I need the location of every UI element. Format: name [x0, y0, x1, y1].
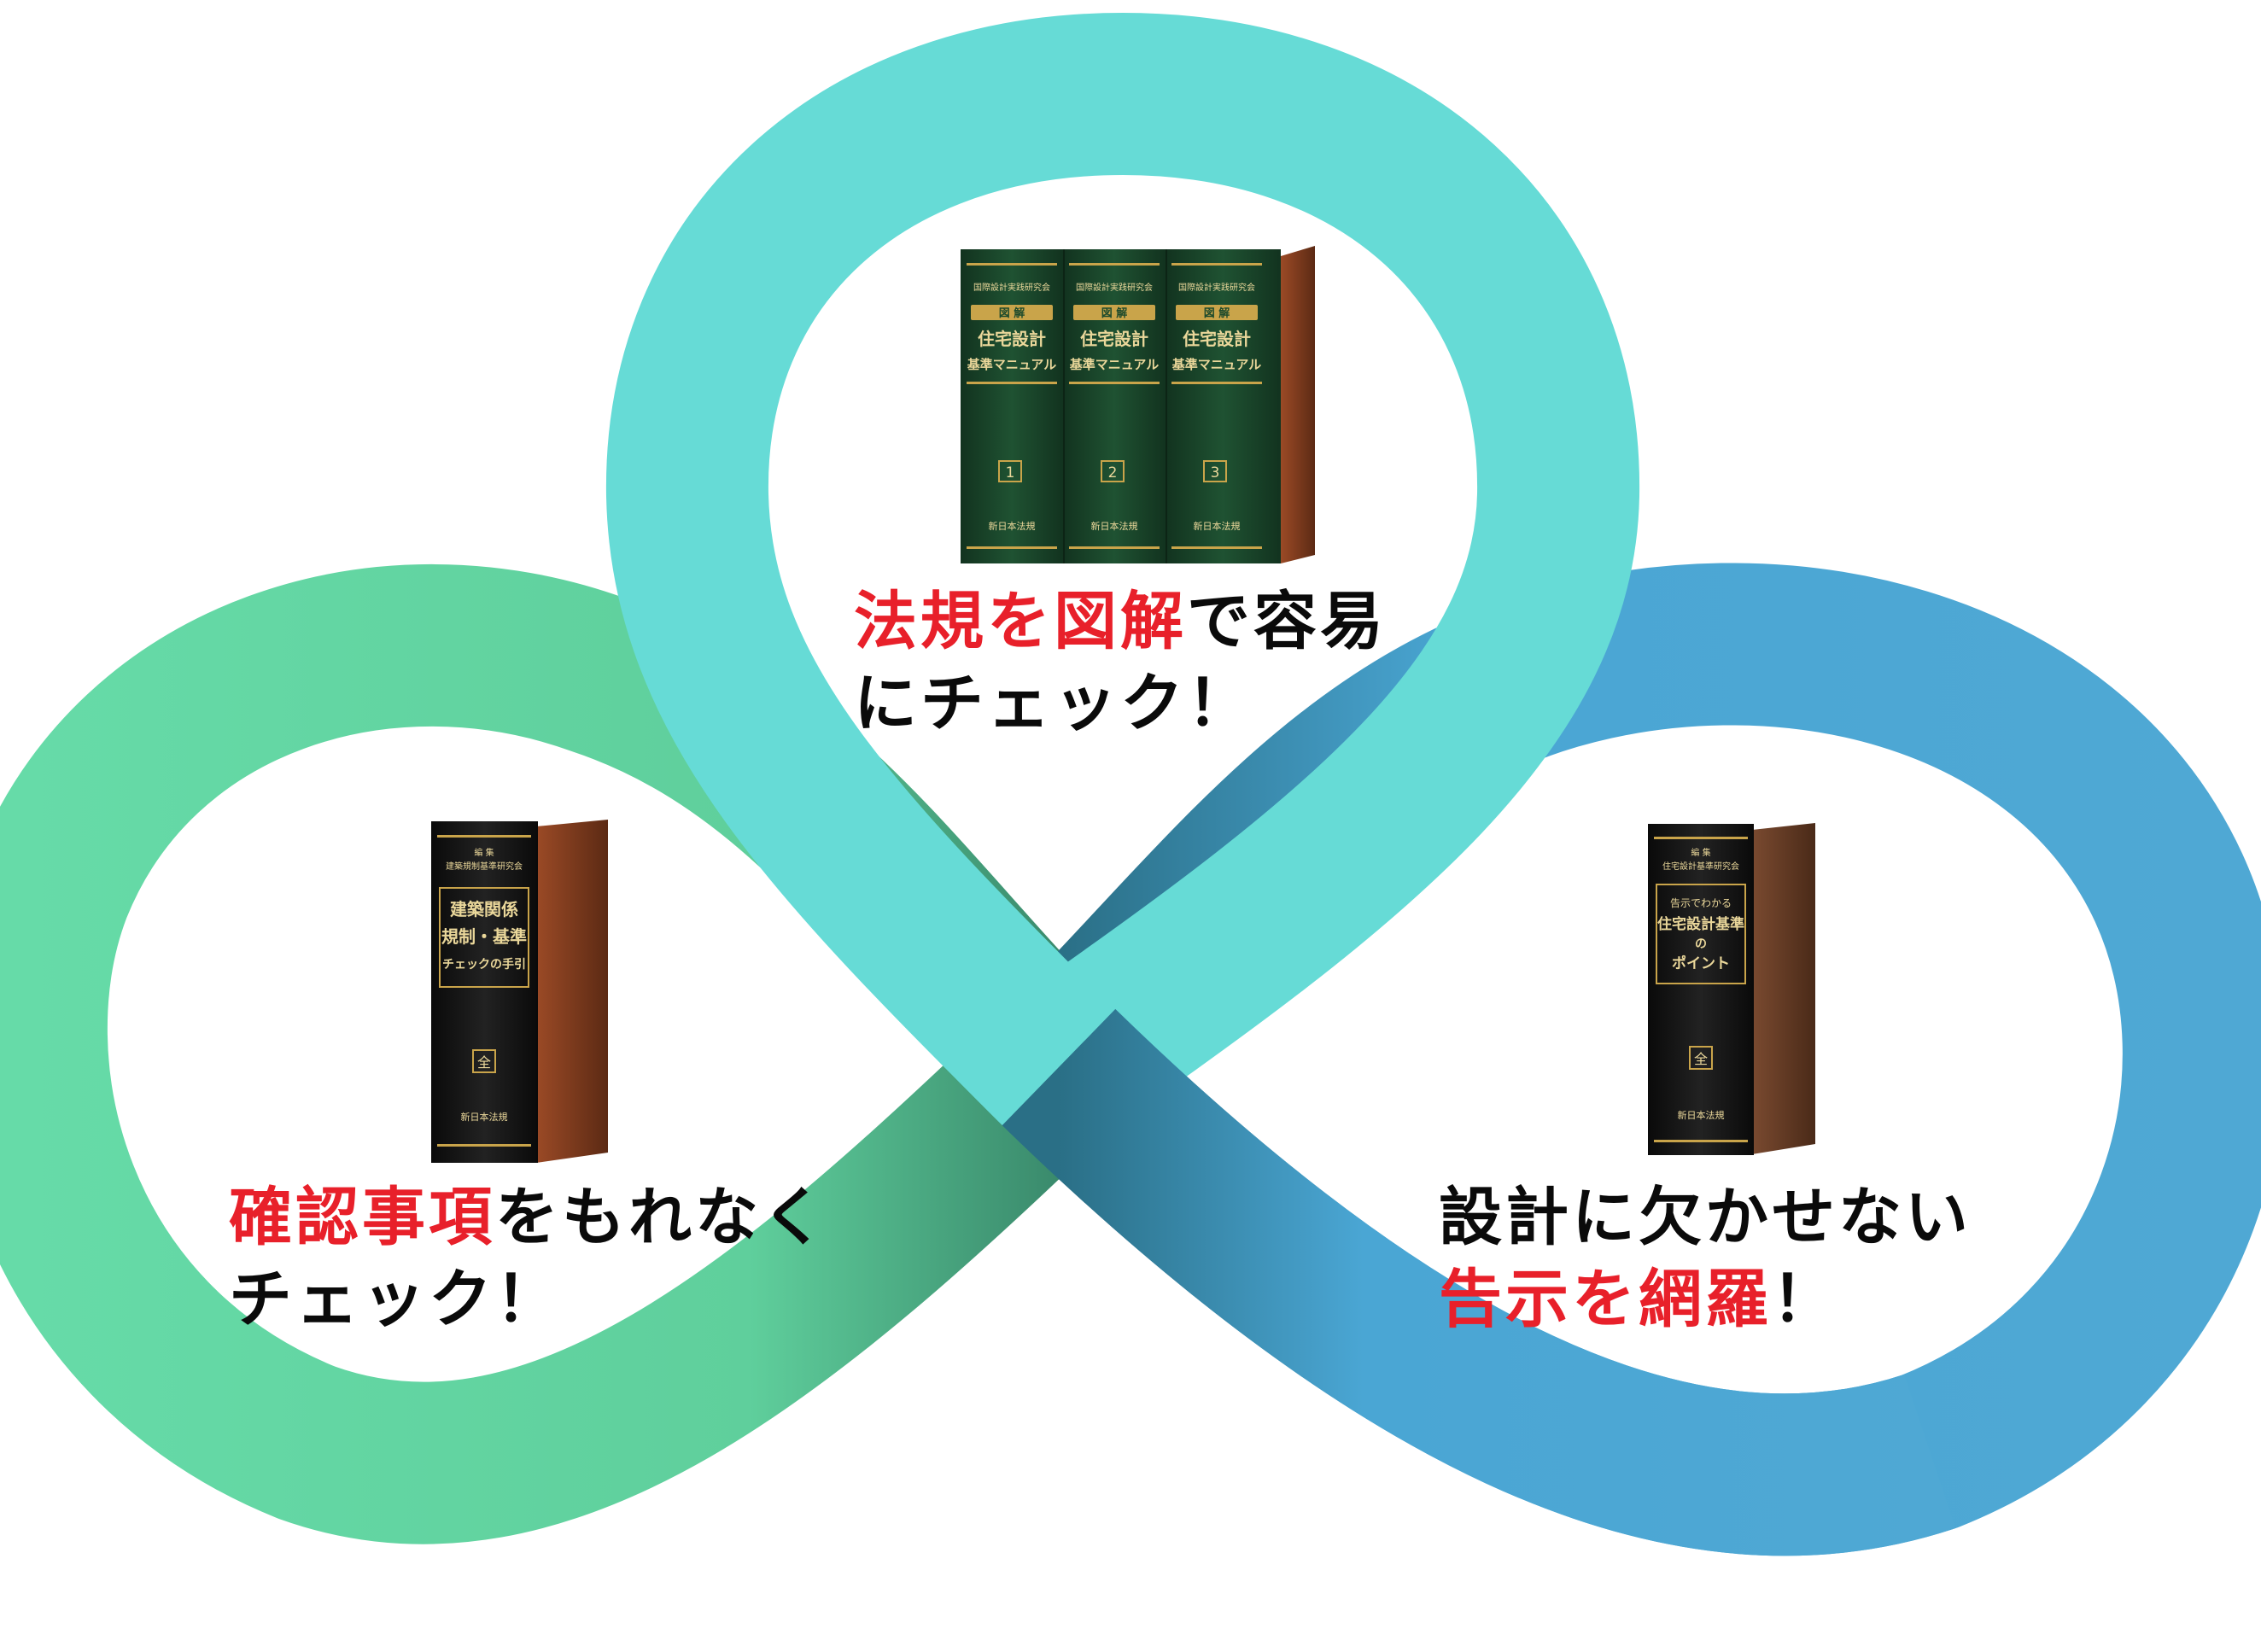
top-book-2-title2: 基準マニュアル — [1069, 357, 1160, 372]
top-book-1-volume: 1 — [1006, 464, 1015, 482]
top-book-3: 国際設計実践研究会 図 解 住宅設計 基準マニュアル 3 新日本法規 — [1166, 249, 1281, 563]
right-book-title1: 告示でわかる — [1670, 897, 1732, 909]
left-caption-line1: 確認事項をもれなく — [229, 1176, 828, 1258]
top-book-3-title2: 基準マニュアル — [1171, 357, 1262, 372]
right-book-editor-label: 編 集 — [1691, 847, 1710, 858]
top-caption-highlight: 法規を図解 — [854, 585, 1187, 658]
top-book-2-badge: 図 解 — [1101, 306, 1128, 320]
top-caption-line1: 法規を図解で容易 — [854, 581, 1387, 663]
top-book-3-editor: 国際設計実践研究会 — [1178, 282, 1255, 293]
top-book-1-title2: 基準マニュアル — [967, 357, 1057, 372]
right-caption: 設計に欠かせない 告示を網羅！ — [1439, 1176, 1972, 1340]
top-book-2-volume: 2 — [1108, 464, 1118, 482]
notch-top — [1067, 184, 1178, 226]
left-book-editor-label: 編 集 — [474, 847, 494, 858]
right-loop — [978, 563, 2261, 1556]
left-book-publisher: 新日本法規 — [461, 1111, 508, 1123]
right-caption-highlight: 告示を網羅 — [1439, 1263, 1772, 1336]
left-book: 編 集 建築規制基準研究会 建築関係 規制・基準 チェックの手引 全 新日本法規 — [431, 820, 608, 1163]
right-book: 編 集 住宅設計基準研究会 告示でわかる 住宅設計基準 の ポイント 全 新日本… — [1648, 823, 1815, 1155]
top-book-3-title1: 住宅設計 — [1183, 329, 1251, 349]
top-caption-text1: で容易 — [1187, 585, 1387, 658]
right-caption-text1: 設計に欠かせない — [1439, 1181, 1972, 1254]
top-book-2-editor: 国際設計実践研究会 — [1076, 282, 1153, 293]
top-caption-text2: にチェック！ — [854, 667, 1253, 740]
left-caption-text1: をもれなく — [495, 1181, 828, 1254]
left-caption-text2: チェック！ — [229, 1263, 562, 1336]
right-book-editor: 住宅設計基準研究会 — [1662, 861, 1739, 872]
top-book-1-title1: 住宅設計 — [978, 329, 1046, 349]
top-book-2: 国際設計実践研究会 図 解 住宅設計 基準マニュアル 2 新日本法規 — [1063, 249, 1166, 563]
right-weave — [1002, 1008, 1955, 1556]
left-book-editor: 建築規制基準研究会 — [446, 861, 523, 872]
top-book-2-publisher: 新日本法規 — [1091, 520, 1138, 532]
top-book-1-editor: 国際設計実践研究会 — [973, 282, 1050, 293]
left-caption: 確認事項をもれなく チェック！ — [229, 1176, 828, 1340]
notch-left — [171, 1059, 218, 1178]
top-book-1-publisher: 新日本法規 — [989, 520, 1036, 532]
right-book-title3: の — [1695, 937, 1707, 951]
right-caption-line2: 告示を網羅！ — [1439, 1258, 1972, 1340]
top-loop — [605, 13, 1640, 1148]
left-book-title1: 建築関係 — [450, 899, 518, 919]
top-book-set: 国際設計実践研究会 図 解 住宅設計 基準マニュアル 1 新日本法規 国際設計実… — [961, 246, 1315, 563]
right-caption-text2: ！ — [1772, 1263, 1838, 1336]
left-caption-highlight: 確認事項 — [229, 1181, 495, 1254]
top-book-2-title1: 住宅設計 — [1080, 329, 1148, 349]
top-book-3-publisher: 新日本法規 — [1194, 520, 1241, 532]
left-book-title2: 規制・基準 — [441, 926, 527, 947]
right-book-title4: ポイント — [1672, 954, 1730, 972]
top-book-1: 国際設計実践研究会 図 解 住宅設計 基準マニュアル 1 新日本法規 — [961, 249, 1063, 563]
left-book-volume: 全 — [477, 1054, 491, 1071]
left-book-title3: チェックの手引 — [442, 957, 526, 972]
top-caption: 法規を図解で容易 にチェック！ — [854, 581, 1387, 744]
top-book-1-badge: 図 解 — [999, 306, 1025, 320]
top-book-3-volume: 3 — [1211, 464, 1220, 482]
right-book-title2: 住宅設計基準 — [1657, 915, 1744, 933]
right-book-publisher: 新日本法規 — [1678, 1109, 1725, 1121]
top-book-3-badge: 図 解 — [1204, 306, 1230, 320]
notch-right — [2045, 1059, 2092, 1178]
right-book-volume: 全 — [1694, 1051, 1708, 1067]
